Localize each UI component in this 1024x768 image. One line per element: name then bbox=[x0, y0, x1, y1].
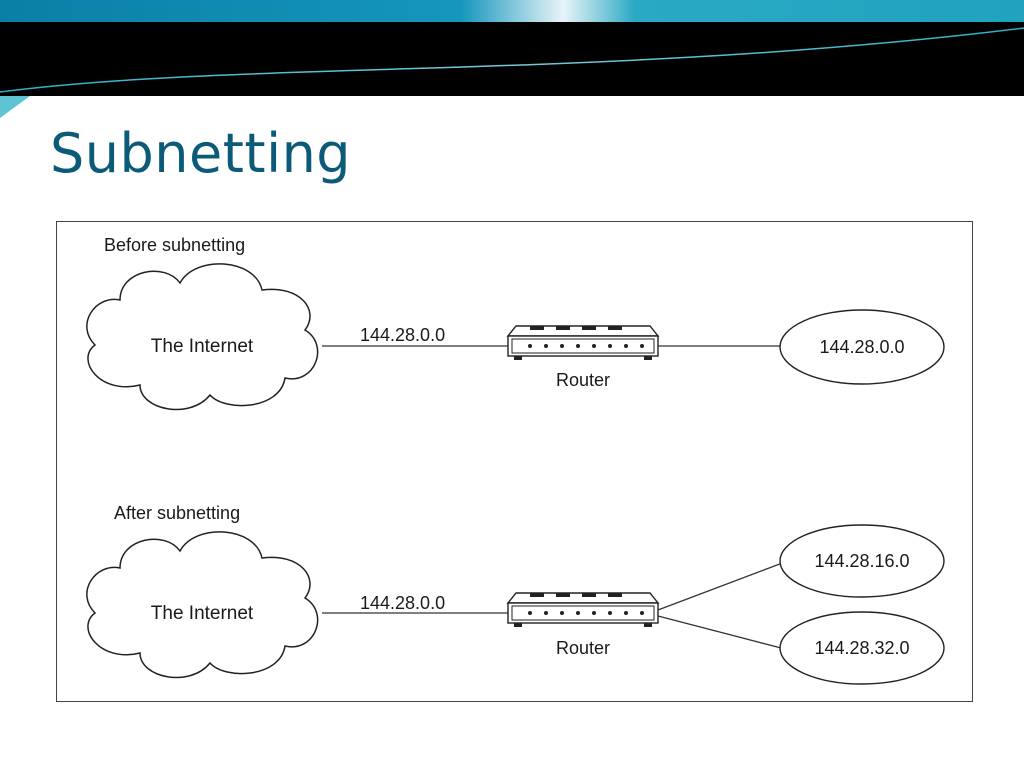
before-network-node bbox=[779, 309, 945, 385]
slide-title: Subnetting bbox=[50, 122, 352, 185]
header-swoosh bbox=[0, 27, 1024, 93]
after-subnet-label-2: 144.28.32.0 bbox=[814, 638, 909, 658]
after-link-label: 144.28.0.0 bbox=[360, 593, 445, 613]
before-network-label: 144.28.0.0 bbox=[819, 337, 904, 357]
after-router-icon bbox=[506, 592, 660, 627]
before-router-label: Router bbox=[556, 370, 610, 390]
after-cloud-label: The Internet bbox=[151, 603, 254, 624]
header-black-bar bbox=[0, 22, 1024, 96]
before-section-label: Before subnetting bbox=[104, 235, 245, 255]
after-subnet-node-1 bbox=[779, 524, 945, 598]
after-link-router-subnet-2 bbox=[657, 615, 786, 650]
header-teal-strip bbox=[0, 0, 1024, 24]
after-subnet-node-2 bbox=[779, 611, 945, 685]
header-band bbox=[0, 0, 1024, 118]
after-internet-cloud bbox=[86, 531, 319, 679]
after-router-label: Router bbox=[556, 638, 610, 658]
after-link-router-subnet-1 bbox=[657, 561, 786, 611]
after-subnet-label-1: 144.28.16.0 bbox=[814, 551, 909, 571]
before-link-label: 144.28.0.0 bbox=[360, 325, 445, 345]
after-section-label: After subnetting bbox=[114, 503, 240, 523]
before-cloud-label: The Internet bbox=[151, 336, 254, 357]
header-corner-accent bbox=[0, 96, 30, 118]
before-router-icon bbox=[506, 325, 660, 360]
before-internet-cloud bbox=[86, 263, 319, 411]
